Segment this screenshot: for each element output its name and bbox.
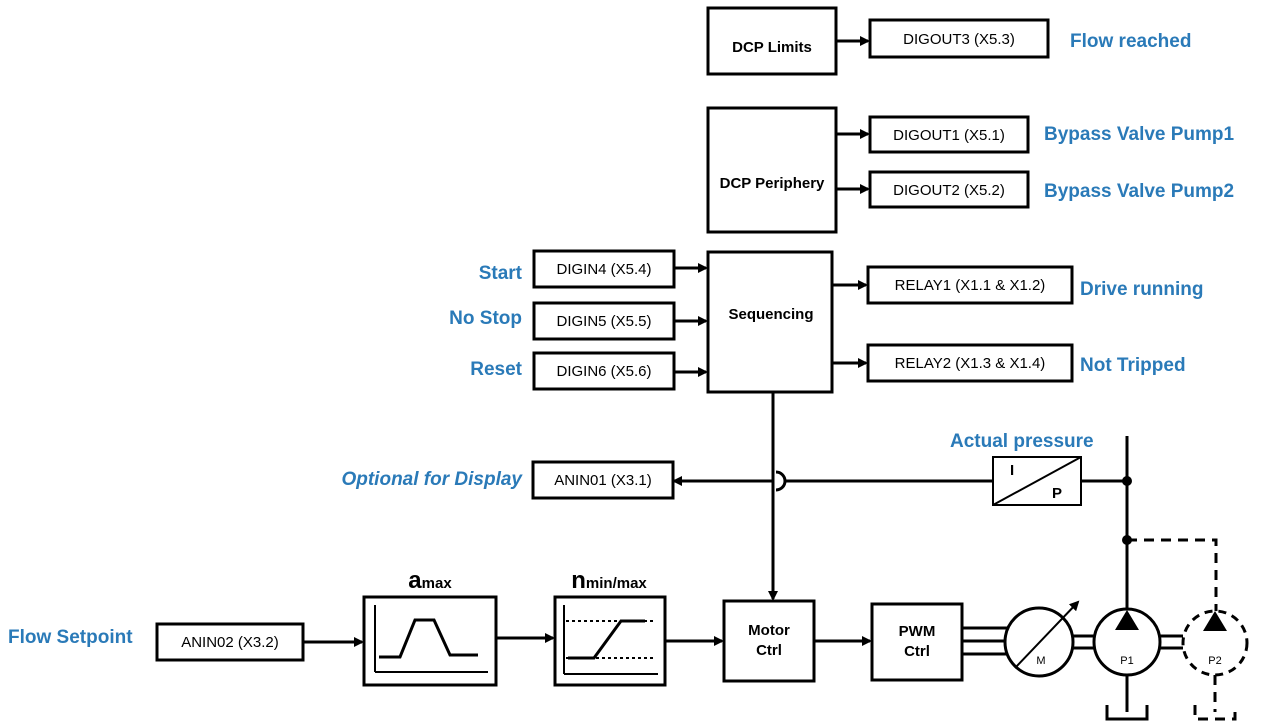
nminmax-limit-block bbox=[553, 595, 667, 687]
relay2-label: RELAY2 (X1.3 & X1.4) bbox=[895, 355, 1046, 372]
pump-p1-label: P1 bbox=[1120, 655, 1133, 667]
start-label: Start bbox=[479, 263, 523, 284]
pump-p2: P2 bbox=[1181, 609, 1249, 677]
digin4-label: DIGIN4 (X5.4) bbox=[556, 261, 651, 278]
nminmax-title: nmin/max bbox=[571, 567, 647, 594]
sequencing-block: Sequencing bbox=[706, 250, 834, 394]
bypass-valve-pump1-label: Bypass Valve Pump1 bbox=[1044, 124, 1235, 145]
pump-p1: P1 bbox=[1092, 607, 1162, 677]
digin6-box: DIGIN6 (X5.6) bbox=[532, 351, 676, 391]
pwm-ctrl-block: PWM Ctrl bbox=[870, 602, 964, 682]
amax-ramp-block bbox=[362, 595, 498, 687]
dashed-pipe-p2 bbox=[1127, 538, 1218, 612]
optional-display-label: Optional for Display bbox=[341, 469, 523, 490]
relay2-box: RELAY2 (X1.3 & X1.4) bbox=[866, 343, 1074, 383]
not-tripped-label: Not Tripped bbox=[1080, 355, 1186, 376]
pump-p1-triangle bbox=[1115, 610, 1139, 630]
pump-p2-triangle bbox=[1203, 611, 1227, 631]
line-crossover-hop bbox=[775, 470, 787, 492]
pwm-ctrl-line2: Ctrl bbox=[904, 643, 930, 660]
digout1-box: DIGOUT1 (X5.1) bbox=[868, 115, 1030, 154]
anin02-box: ANIN02 (X3.2) bbox=[155, 622, 305, 662]
dcp-limits-label: DCP Limits bbox=[732, 39, 812, 56]
dcp-limits-block: DCP Limits bbox=[706, 6, 838, 76]
digin5-label: DIGIN5 (X5.5) bbox=[556, 313, 651, 330]
reset-label: Reset bbox=[470, 359, 522, 380]
amax-ramp-curve bbox=[379, 618, 478, 659]
anin02-label: ANIN02 (X3.2) bbox=[181, 634, 279, 651]
bypass-valve-pump2-label: Bypass Valve Pump2 bbox=[1044, 181, 1234, 202]
drive-running-label: Drive running bbox=[1080, 279, 1204, 300]
transducer-input-label: I bbox=[1010, 462, 1014, 479]
digin6-label: DIGIN6 (X5.6) bbox=[556, 363, 651, 380]
actual-pressure-label: Actual pressure bbox=[950, 431, 1094, 452]
motor-symbol: M bbox=[1003, 600, 1080, 678]
digout2-label: DIGOUT2 (X5.2) bbox=[893, 182, 1005, 199]
amax-title: amax bbox=[408, 567, 452, 594]
digin5-box: DIGIN5 (X5.5) bbox=[532, 301, 676, 341]
digout2-box: DIGOUT2 (X5.2) bbox=[868, 170, 1030, 209]
dcp-periphery-block: DCP Periphery bbox=[706, 106, 838, 234]
power-lines bbox=[962, 626, 1007, 656]
motor-ctrl-line2: Ctrl bbox=[756, 642, 782, 659]
suction-p2 bbox=[1193, 675, 1237, 721]
flow-setpoint-label: Flow Setpoint bbox=[8, 627, 133, 648]
variable-speed-arrow bbox=[1014, 600, 1080, 669]
transducer-output-label: P bbox=[1052, 485, 1062, 502]
relay1-box: RELAY1 (X1.1 & X1.2) bbox=[866, 265, 1074, 305]
transducer-diagonal bbox=[992, 456, 1082, 506]
relay1-label: RELAY1 (X1.1 & X1.2) bbox=[895, 277, 1046, 294]
anin01-box: ANIN01 (X3.1) bbox=[531, 460, 675, 500]
suction-p1 bbox=[1105, 675, 1149, 721]
sequencing-label: Sequencing bbox=[728, 306, 813, 323]
motor-label: M bbox=[1036, 655, 1045, 667]
motor-ctrl-block: Motor Ctrl bbox=[722, 599, 816, 683]
flow-reached-label: Flow reached bbox=[1070, 31, 1191, 52]
digout1-label: DIGOUT1 (X5.1) bbox=[893, 127, 1005, 144]
digin4-box: DIGIN4 (X5.4) bbox=[532, 249, 676, 289]
pwm-ctrl-line1: PWM bbox=[899, 623, 936, 640]
pump-p2-label: P2 bbox=[1208, 655, 1221, 667]
digout3-box: DIGOUT3 (X5.3) bbox=[868, 18, 1050, 59]
no-stop-label: No Stop bbox=[449, 308, 522, 329]
ip-transducer: I P bbox=[992, 456, 1082, 506]
anin01-label: ANIN01 (X3.1) bbox=[554, 472, 652, 489]
nminmax-curve bbox=[568, 619, 645, 660]
dcp-periphery-label: DCP Periphery bbox=[720, 175, 825, 192]
motor-ctrl-line1: Motor bbox=[748, 622, 790, 639]
digout3-label: DIGOUT3 (X5.3) bbox=[903, 31, 1015, 48]
